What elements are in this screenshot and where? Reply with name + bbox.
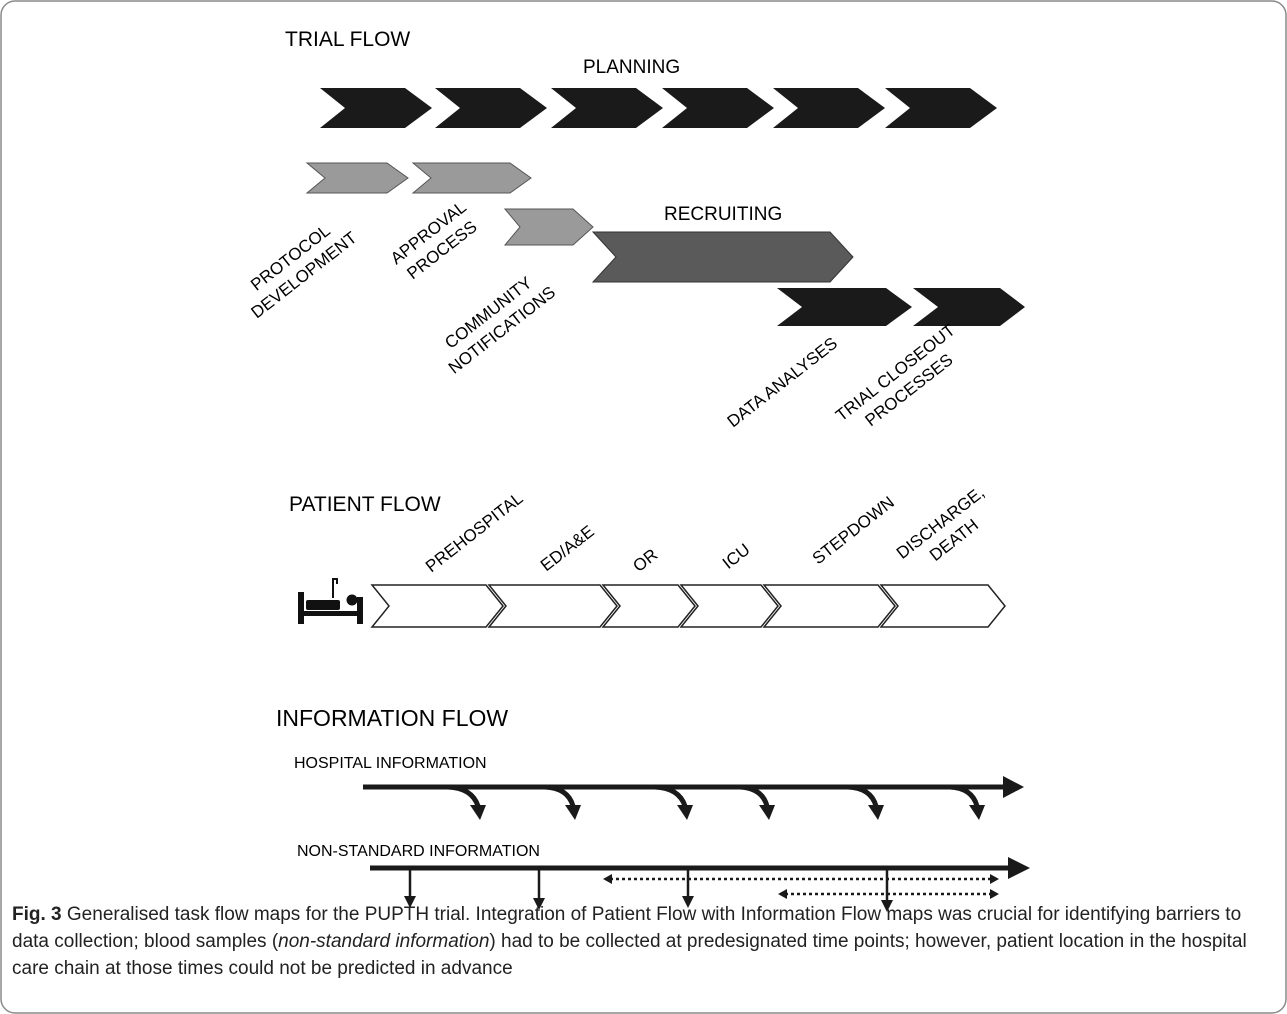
figure-label: Fig. 3 (12, 904, 62, 925)
branch-head-4 (759, 805, 775, 820)
patient-bed-icon (298, 578, 363, 624)
branch-head-5 (868, 805, 884, 820)
planning-chevron-1 (320, 88, 432, 128)
approval-chevron (411, 162, 532, 194)
hospital-information-label: HOSPITAL INFORMATION (294, 755, 487, 772)
drop-head-1 (404, 896, 416, 908)
branch-head-1 (470, 805, 486, 820)
planning-chevron-3 (551, 88, 663, 128)
branch-arrow-6 (949, 784, 980, 807)
drop-head-2 (533, 898, 545, 910)
data-analyses-chevron (777, 288, 912, 326)
hospital-branch-arrows (447, 784, 980, 807)
stage-stepdown (762, 584, 896, 628)
community-chevron (503, 208, 594, 246)
branch-arrow-3 (654, 784, 688, 807)
dotted-range-1-right-head (990, 874, 999, 884)
branch-arrow-5 (847, 784, 879, 807)
or-label: OR (629, 545, 661, 576)
branch-head-6 (969, 805, 985, 820)
drop-head-4 (881, 900, 893, 912)
planning-chevron-6 (885, 88, 997, 128)
dotted-range-2-left-head (778, 889, 787, 899)
patient-stage-chevrons (370, 584, 1006, 628)
caption-text-1: Generalised task flow maps for the PUPTH… (12, 904, 1242, 952)
ed-label: ED/A&E (537, 522, 598, 575)
protocol-chevron (305, 162, 409, 194)
information-flow-title: INFORMATION FLOW (276, 705, 508, 731)
figure-caption: Fig. 3 Generalised task flow maps for th… (12, 901, 1277, 982)
stage-discharge (879, 584, 1006, 628)
recruiting-label: RECRUITING (664, 204, 782, 225)
branch-head-2 (565, 805, 581, 820)
planning-chevrons (320, 88, 997, 128)
branch-arrow-2 (544, 784, 576, 807)
branch-arrow-4 (739, 784, 770, 807)
planning-chevron-5 (773, 88, 885, 128)
dotted-range-arrows (603, 874, 999, 899)
branch-arrow-1 (447, 784, 481, 807)
dotted-range-2-right-head (990, 889, 999, 899)
closeout-chevron (913, 288, 1025, 326)
planning-chevron-4 (662, 88, 774, 128)
caption-text-2: ) had to be collected at predesignated t… (12, 931, 1247, 979)
planning-chevron-2 (435, 88, 547, 128)
patient-flow-title: PATIENT FLOW (289, 493, 441, 516)
data-analyses-label: DATA ANALYSES (724, 334, 841, 432)
recruiting-bar (591, 231, 854, 283)
stage-prehospital (370, 584, 504, 628)
sample-drop-arrows (404, 868, 893, 912)
icu-label: ICU (719, 540, 754, 573)
stage-ed (487, 584, 618, 628)
planning-label: PLANNING (583, 57, 680, 78)
dotted-range-1-left-head (603, 874, 612, 884)
caption-italic: non-standard information (278, 931, 490, 952)
stage-or (601, 584, 696, 628)
branch-head-3 (677, 805, 693, 820)
hospital-branch-heads (470, 805, 985, 820)
hospital-information-arrowhead (1003, 776, 1024, 798)
stage-icu (679, 584, 779, 628)
drop-head-3 (682, 896, 694, 908)
stepdown-label: STEPDOWN (809, 493, 898, 568)
nonstandard-information-label: NON-STANDARD INFORMATION (297, 843, 540, 860)
nonstandard-information-arrowhead (1008, 857, 1030, 879)
trial-flow-title: TRIAL FLOW (285, 28, 410, 51)
